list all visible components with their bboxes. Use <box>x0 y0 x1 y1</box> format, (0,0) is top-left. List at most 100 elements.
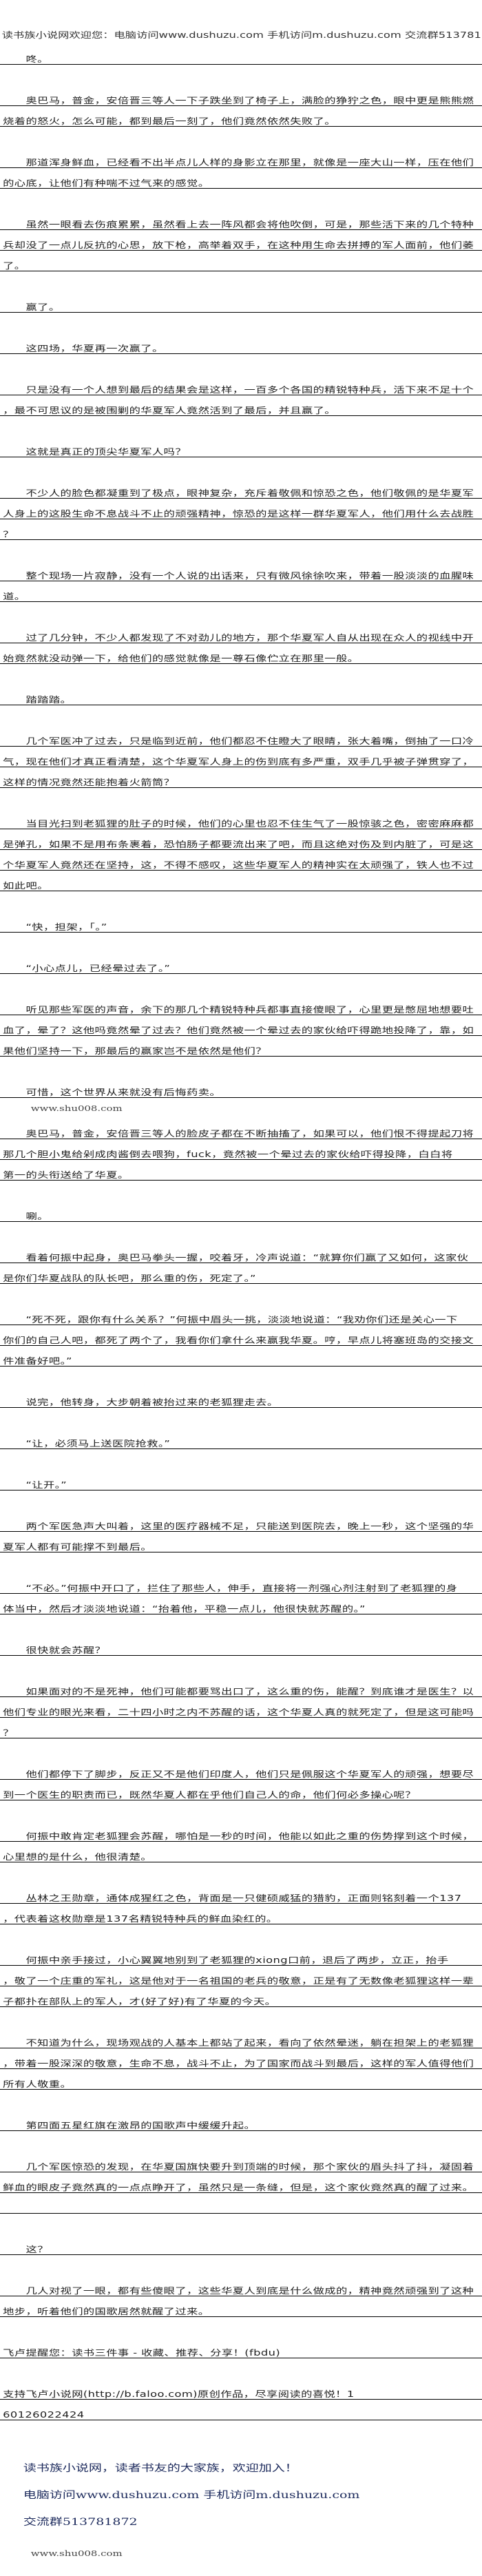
text-line: 看着何振中起身，奥巴马拳头一握，咬着牙，冷声说道：“就算你们赢了又如何，这家伙 <box>0 1243 482 1263</box>
paragraph: 不少人的脸色都凝重到了极点，眼神复杂，充斥着敬佩和惊恐之色，他们敬佩的是华夏军人… <box>0 478 482 540</box>
text-line: 不知道为什么，现场观战的人基本上都站了起来，看向了依然晕迷，躺在担架上的老狐狸 <box>0 2028 482 2048</box>
paragraph: 几人对视了一眼，都有些傻眼了，这些华夏人到底是什么做成的，精神竟然顽强到了这种地… <box>0 2276 482 2317</box>
text-line: 鲜血的眼皮子竟然真的一点点睁开了，虽然只是一条缝，但是，这个家伙竟然真的醒了过来… <box>0 2172 482 2193</box>
text-line-content: 踏踏踏。 <box>3 695 72 705</box>
paragraph: 他们都停下了脚步，反正又不是他们印度人，他们只是佩服这个华夏军人的顽强，想要尽到… <box>0 1759 482 1800</box>
text-line: 人身上的这股生命不息战斗不止的顽强精神，惊恐的是这样一群华夏军人，他们用什么去战… <box>0 499 482 519</box>
paragraph: 丛林之王勋章，通体成猩红之色，背面是一只健硕威猛的猎豹，正面则铭刻着一个137 ，… <box>0 1883 482 1924</box>
text-line: 个华夏军人竟然还在坚持，这，不得不感叹，这些华夏军人的精神实在太顽强了，铁人也不… <box>0 850 482 871</box>
text-line: 气，现在他们才真正看清楚，这个华夏军人身上的伤到底有多严重，双手几乎被子弹贯穿了… <box>0 747 482 767</box>
text-line-content: ，最不可思议的是被围剿的华夏军人竟然活到了最后，并且赢了。 <box>3 406 336 415</box>
text-line: ，代表着这枚勋章是137名精锐特种兵的鲜血染红的。 <box>0 1904 482 1924</box>
text-line-content: 是弹孔，如果不是用布条裹着，恐怕肠子都要流出来了吧，而且这绝对伤及到内脏了，可是… <box>3 840 474 849</box>
text-line: “小心点儿，已经晕过去了。” <box>0 953 482 974</box>
text-line-content: 兵却没了一点儿反抗的心思，放下枪，高举着双手，在这种用生命去拼搏的军人面前，他们… <box>3 240 474 250</box>
text-line: 所有人敬重。 <box>0 2069 482 2090</box>
text-line-content: 虽然一眼看去伤痕累累，虽然看上去一阵风都会将他吹倒，可是，那些活下来的几个特种 <box>3 220 474 229</box>
text-line: 几个军医冲了过去，只是临到近前，他们都忍不住瞪大了眼睛，张大着嘴，倒抽了一口冷 <box>0 726 482 747</box>
text-line: 到一个医生的职责而已，既然华夏人都在乎他们自己人的命，他们何必多操心呢？ <box>0 1780 482 1800</box>
text-line-content: “让，必须马上送医院抢救。” <box>3 1439 171 1448</box>
text-line-content: ，敬了一个庄重的军礼，这是他对于一名祖国的老兵的敬意，正是有了无数像老狐狸这样一… <box>3 1976 474 1986</box>
text-line: 烧着的怒火，怎么可能，都到最后一刻了，他们竟然依然失败了。 <box>0 106 482 127</box>
footer-group-number: 交流群513781872 <box>23 2517 138 2528</box>
paragraph: “小心点儿，已经晕过去了。” <box>0 953 482 974</box>
text-line-content: 心里想的是什么，他很清楚。 <box>3 1852 152 1862</box>
text-line: 件准备好吧。” <box>0 1346 482 1367</box>
text-line: 他们都停下了脚步，反正又不是他们印度人，他们只是佩服这个华夏军人的顽强，想要尽 <box>0 1759 482 1780</box>
text-line-content: 他们专业的眼光来看，二十四小时之内不苏醒的话，这个华夏人真的就死定了，但是这可能… <box>3 1707 474 1717</box>
text-line: 果他们坚持一下，那最后的赢家岂不是依然是他们？ <box>0 1036 482 1057</box>
text-line-content: 体当中，然后才淡淡地说道：“抬着他，平稳一点儿，他很快就苏醒的。” <box>3 1604 366 1614</box>
text-line-content: 不少人的脸色都凝重到了极点，眼神复杂，充斥着敬佩和惊恐之色，他们敬佩的是华夏军 <box>3 488 474 498</box>
paragraph: 很快就会苏醒？ <box>0 1635 482 1656</box>
text-line-content: 如果面对的不是死神，他们可能都要骂出口了，这么重的伤，能醒？到底谁才是医生？以 <box>3 1687 474 1696</box>
text-line-content: 始竟然就没动弹一下，给他们的感觉就像是一尊石像伫立在那里一般。 <box>3 654 359 663</box>
paragraph: “让，必须马上送医院抢救。” <box>0 1429 482 1449</box>
text-line: 几人对视了一眼，都有些傻眼了，这些华夏人到底是什么做成的，精神竟然顽强到了这种 <box>0 2276 482 2296</box>
text-line-content: ，代表着这枚勋章是137名精锐特种兵的鲜血染红的。 <box>3 1914 278 1924</box>
paragraph: 可惜，这个世界从来就没有后悔药卖。 <box>0 1077 482 1098</box>
text-line-content: 血了，晕了？这他吗竟然晕了过去？他们竟然被一个晕过去的家伙给吓得跪地投降了，靠，… <box>3 1026 474 1035</box>
paragraph: 说完，他转身，大步朝着被抬过来的老狐狸走去。 <box>0 1387 482 1408</box>
text-line: 奥巴马，普金，安倍晋三等人的脸皮子都在不断抽搐了，如果可以，他们恨不得提起刀将 <box>0 1119 482 1139</box>
text-line: 赢了。 <box>0 292 482 313</box>
text-line-content: 这？ <box>3 2245 49 2254</box>
paragraph: 何振中亲手接过，小心翼翼地别到了老狐狸的xiong口前，退后了两步，立正，抬手 ，… <box>0 1945 482 2007</box>
paragraph: 当目光扫到老狐狸的肚子的时候，他们的心里也忍不住生气了一股惊骇之色，密密麻麻都是… <box>0 809 482 891</box>
text-line: 几个军医惊恐的发现，在华夏国旗快要升到顶端的时候，那个家伙的眉头抖了抖，凝固着 <box>0 2152 482 2172</box>
footer-watermark: www.shu008.com <box>30 2549 123 2558</box>
text-line: 兵却没了一点儿反抗的心思，放下枪，高举着双手，在这种用生命去拼搏的军人面前，他们… <box>0 230 482 251</box>
text-line-content: 如此吧。 <box>3 881 49 891</box>
text-line-content: 是你们华夏战队的队长吧，那么重的伤，死定了。” <box>3 1274 256 1283</box>
text-line: 踏踏踏。 <box>0 685 482 705</box>
paragraph: “让开。” <box>0 1470 482 1490</box>
chapter-body: 咚。 奥巴马，普金，安倍晋三等人一下子跌坐到了椅子上，满脸的狰狞之色，眼中更是熊… <box>0 44 482 2441</box>
text-line-content: 道。 <box>3 592 26 601</box>
paragraph: 支持飞卢小说网(http://b.faloo.com)原创作品，尽享阅读的喜悦！… <box>0 2379 482 2420</box>
text-line: ，最不可思议的是被围剿的华夏军人竟然活到了最后，并且赢了。 <box>0 395 482 416</box>
text-line-content: ，带着一股深深的敬意，生命不息，战斗不止，为了国家而战斗到最后，这样的军人值得他… <box>3 2059 474 2068</box>
text-line: 唰。 <box>0 1201 482 1222</box>
text-line: 第一的头衔送给了华夏。 <box>0 1160 482 1181</box>
text-line: 说完，他转身，大步朝着被抬过来的老狐狸走去。 <box>0 1387 482 1408</box>
text-line-content: 只是没有一个人想到最后的结果会是这样，一百多个各国的精锐特种兵，活下来不足十个 <box>3 385 474 395</box>
paragraph: “死不死，跟你有什么关系？”何振中眉头一挑，淡淡地说道：“我劝你们还是关心一下你… <box>0 1305 482 1367</box>
text-line-content: 那几个胆小鬼给剁成肉酱倒去喂狗，fuck，竟然被一个晕过去的家伙给吓得投降，白白… <box>3 1150 453 1159</box>
paragraph: “快，担架，「。” <box>0 912 482 933</box>
paragraph: 整个现场一片寂静，没有一个人说的出话来，只有微风徐徐吹来，带着一股淡淡的血腥味道… <box>0 561 482 602</box>
text-line-content: 很快就会苏醒？ <box>3 1645 107 1655</box>
text-line: “死不死，跟你有什么关系？”何振中眉头一挑，淡淡地说道：“我劝你们还是关心一下 <box>0 1305 482 1325</box>
paragraph: 赢了。 <box>0 292 482 313</box>
text-line-content: 何振中亲手接过，小心翼翼地别到了老狐狸的xiong口前，退后了两步，立正，抬手 <box>3 1955 449 1965</box>
paragraph: 两个军医急声大叫着，这里的医疗器械不足，只能送到医院去，晚上一秒，这个坚强的华夏… <box>0 1511 482 1552</box>
text-line-content: 说完，他转身，大步朝着被抬过来的老狐狸走去。 <box>3 1398 279 1407</box>
text-line: 始竟然就没动弹一下，给他们的感觉就像是一尊石像伫立在那里一般。 <box>0 643 482 664</box>
paragraph: 踏踏踏。 <box>0 685 482 705</box>
text-line: 只是没有一个人想到最后的结果会是这样，一百多个各国的精锐特种兵，活下来不足十个 <box>0 375 482 395</box>
text-line-content: 咚。 <box>3 54 49 64</box>
text-line-content: 丛林之王勋章，通体成猩红之色，背面是一只健硕威猛的猎豹，正面则铭刻着一个137 <box>3 1893 462 1903</box>
text-line-content: 所有人敬重。 <box>3 2079 72 2089</box>
text-line: 子都扑在部队上的军人，才(好了好)有了华夏的今天。 <box>0 1986 482 2007</box>
paragraph: 几个军医冲了过去，只是临到近前，他们都忍不住瞪大了眼睛，张大着嘴，倒抽了一口冷气… <box>0 726 482 788</box>
text-line: 是你们华夏战队的队长吧，那么重的伤，死定了。” <box>0 1263 482 1284</box>
footer-access-links[interactable]: 电脑访问www.dushuzu.com 手机访问m.dushuzu.com <box>23 2490 360 2501</box>
paragraph: 不知道为什么，现场观战的人基本上都站了起来，看向了依然晕迷，躺在担架上的老狐狸 ，… <box>0 2028 482 2090</box>
footer-welcome: 读书族小说网，读者书友的大家族，欢迎加入！ <box>23 2463 298 2474</box>
text-line-content: 不知道为什么，现场观战的人基本上都站了起来，看向了依然晕迷，躺在担架上的老狐狸 <box>3 2038 474 2048</box>
paragraph: 这四场，华夏再一次赢了。 <box>0 333 482 354</box>
text-line-content: 支持飞卢小说网(http://b.faloo.com)原创作品，尽享阅读的喜悦！… <box>3 2389 355 2399</box>
text-line-content: 唰。 <box>3 1212 49 1221</box>
text-line <box>0 2193 482 2214</box>
text-line: 何振中敢肯定老狐狸会苏醒，哪怕是一秒的时间，他能以如此之重的伤势撑到这个时候， <box>0 1821 482 1842</box>
text-line: 第四面五星红旗在激昂的国歌声中缓缓升起。 <box>0 2110 482 2131</box>
text-line: 两个军医急声大叫着，这里的医疗器械不足，只能送到医院去，晚上一秒，这个坚强的华 <box>0 1511 482 1532</box>
text-line-content: 气，现在他们才真正看清楚，这个华夏军人身上的伤到底有多严重，双手几乎被子弹贯穿了… <box>3 757 474 767</box>
text-line: 整个现场一片寂静，没有一个人说的出话来，只有微风徐徐吹来，带着一股淡淡的血腥味 <box>0 561 482 581</box>
text-line-content: 奥巴马，普金，安倍晋三等人一下子跌坐到了椅子上，满脸的狰狞之色，眼中更是熊熊燃 <box>3 96 474 105</box>
text-line-content: 几个军医惊恐的发现，在华夏国旗快要升到顶端的时候，那个家伙的眉头抖了抖，凝固着 <box>3 2162 474 2172</box>
text-line: 咚。 <box>0 44 482 65</box>
text-line-content: “不必。”何振中开口了，拦住了那些人，伸手，直接将一剂强心剂注射到了老狐狸的身 <box>3 1583 458 1593</box>
text-line-content: 这四场，华夏再一次赢了。 <box>3 344 164 353</box>
